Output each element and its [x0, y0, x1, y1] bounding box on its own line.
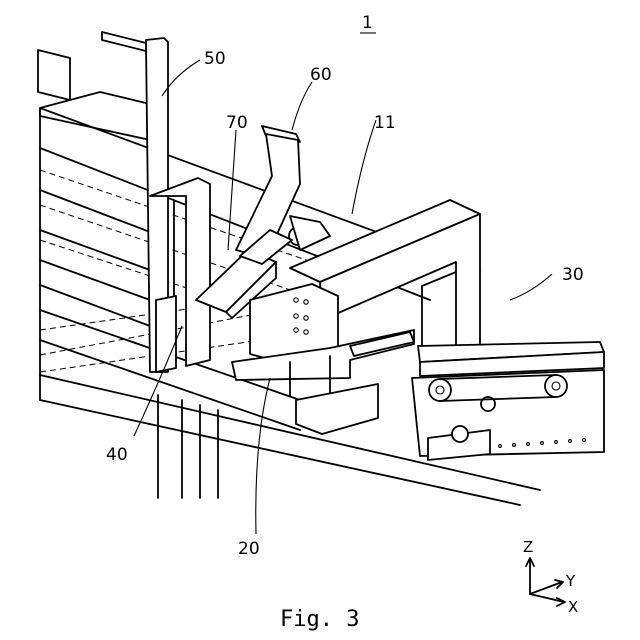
ref-label-50: 50	[204, 49, 226, 69]
ref-label-60: 60	[310, 65, 332, 85]
carriage-20	[232, 284, 414, 434]
axis-label-z: Z	[523, 538, 533, 556]
conveyor-30	[412, 342, 604, 460]
guide-rod-50	[102, 32, 210, 372]
axes-indicator	[526, 558, 565, 606]
ref-label-11: 11	[374, 113, 396, 133]
axis-label-y: Y	[565, 572, 576, 590]
ref-label-1: 1	[362, 13, 373, 33]
ref-label-40: 40	[106, 445, 128, 465]
ref-label-70: 70	[226, 113, 248, 133]
ref-label-30: 30	[562, 265, 584, 285]
figure-caption: Fig. 3	[280, 607, 359, 632]
ref-label-20: 20	[238, 539, 260, 559]
axis-label-x: X	[568, 598, 578, 616]
